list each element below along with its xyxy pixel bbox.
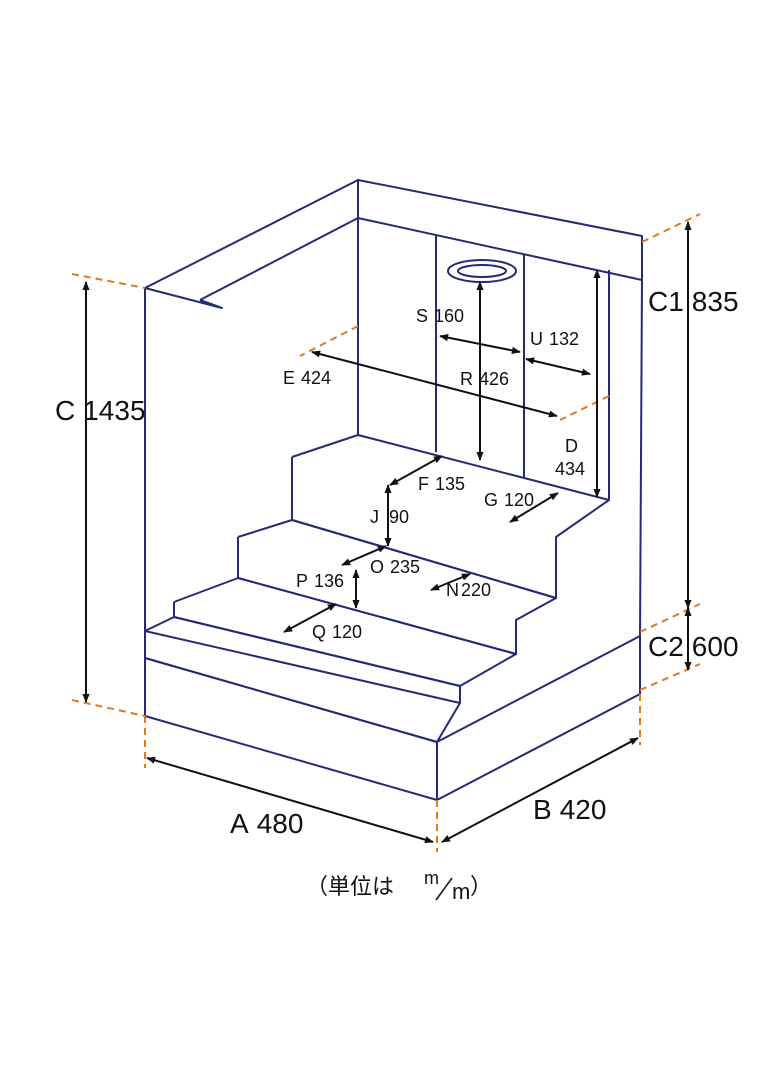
unit-note-slash: [435, 877, 453, 901]
label-o: O 235: [370, 557, 420, 577]
label-c: C 1435: [55, 395, 146, 426]
extension-line-e-right: [559, 395, 610, 421]
dimension-arrow-u: [525, 357, 591, 376]
dimension-arrows: [82, 221, 692, 844]
label-o-letter: O: [370, 557, 384, 577]
label-f: F 135: [418, 474, 465, 494]
label-q-letter: Q: [312, 622, 326, 642]
label-r: R 426: [460, 369, 509, 389]
unit-note-prefix: （単位は: [306, 874, 394, 899]
label-n-value: 220: [461, 580, 491, 600]
dimension-arrow-o: [341, 545, 387, 566]
label-q: Q 120: [312, 622, 362, 642]
label-f-letter: F: [418, 474, 429, 494]
label-c1-letter: C1: [648, 286, 684, 317]
middle-step: [237, 519, 557, 655]
label-g: G 120: [484, 490, 534, 510]
bottom-step-front-edge: [144, 630, 461, 704]
label-g-letter: G: [484, 490, 498, 510]
label-s: S 160: [416, 306, 464, 326]
label-q-value: 120: [332, 622, 362, 642]
label-o-value: 235: [390, 557, 420, 577]
back-wall-top-band: [357, 179, 643, 281]
label-e-letter: E: [283, 368, 295, 388]
label-p-letter: P: [296, 571, 308, 591]
label-a-value: 480: [257, 808, 304, 839]
label-b-letter: B: [533, 794, 552, 825]
extension-line-c2-bottom: [639, 663, 701, 691]
label-e: E 424: [283, 368, 331, 388]
label-g-value: 120: [504, 490, 534, 510]
label-u-letter: U: [530, 329, 543, 349]
dimension-arrow-f: [389, 455, 443, 486]
label-p-value: 136: [314, 571, 344, 591]
label-e-value: 424: [301, 368, 331, 388]
dimension-arrow-a: [146, 756, 434, 844]
label-d-letter: D: [565, 436, 578, 456]
label-c-value: 1435: [83, 395, 145, 426]
label-r-value: 426: [479, 369, 509, 389]
extension-lines: [71, 213, 701, 852]
label-a-letter: A: [230, 808, 249, 839]
label-f-value: 135: [435, 474, 465, 494]
label-d-value: 434: [555, 459, 585, 479]
label-p: P 136: [296, 571, 344, 591]
label-c2-value: 600: [692, 631, 739, 662]
lower-step: [173, 577, 517, 687]
dimension-labels: C 1435 C1 835 C2 600 A 480 B 420 D 434 E 424 S…: [55, 286, 739, 839]
label-u: U 132: [530, 329, 579, 349]
unit-note-denominator: m: [452, 879, 470, 904]
label-c1-value: 835: [692, 286, 739, 317]
dimension-arrow-q: [283, 603, 337, 633]
dimension-arrow-s: [439, 334, 521, 354]
unit-outline: [144, 179, 643, 801]
extension-line-e-left: [299, 325, 359, 357]
label-j-value: 90: [389, 507, 409, 527]
dimension-arrow-n: [430, 573, 471, 591]
base-right-face: [436, 635, 641, 801]
dimension-arrow-g: [509, 492, 559, 523]
label-c2: C2 600: [648, 631, 739, 662]
unit-note-suffix: ）: [470, 874, 492, 899]
unit-note: （単位は m m ）: [306, 868, 492, 904]
label-r-letter: R: [460, 369, 473, 389]
dimension-arrow-b: [441, 737, 639, 843]
label-b-value: 420: [560, 794, 607, 825]
label-s-value: 160: [434, 306, 464, 326]
label-u-value: 132: [549, 329, 579, 349]
grab-ring-inner: [457, 264, 507, 278]
extension-line-c-top: [71, 273, 146, 289]
right-wall-edge: [639, 279, 643, 637]
extension-line-c1-c2: [639, 603, 701, 633]
dimension-arrow-e: [311, 350, 558, 418]
label-c-letter: C: [55, 395, 75, 426]
extension-line-c-bottom: [71, 699, 146, 717]
label-n-letter: N: [446, 580, 459, 600]
label-c1: C1 835: [648, 286, 739, 317]
label-a: A 480: [230, 808, 303, 839]
handrail-cap: [144, 287, 223, 309]
extension-line-c1-top: [641, 213, 701, 243]
label-c2-letter: C2: [648, 631, 684, 662]
side-wall-top-edge: [199, 217, 359, 301]
label-j-letter: J: [370, 507, 379, 527]
label-b: B 420: [533, 794, 606, 825]
bottom-step: [144, 616, 461, 743]
label-s-letter: S: [416, 306, 428, 326]
label-j: J 90: [370, 507, 409, 527]
unit-note-numerator: m: [424, 868, 439, 888]
